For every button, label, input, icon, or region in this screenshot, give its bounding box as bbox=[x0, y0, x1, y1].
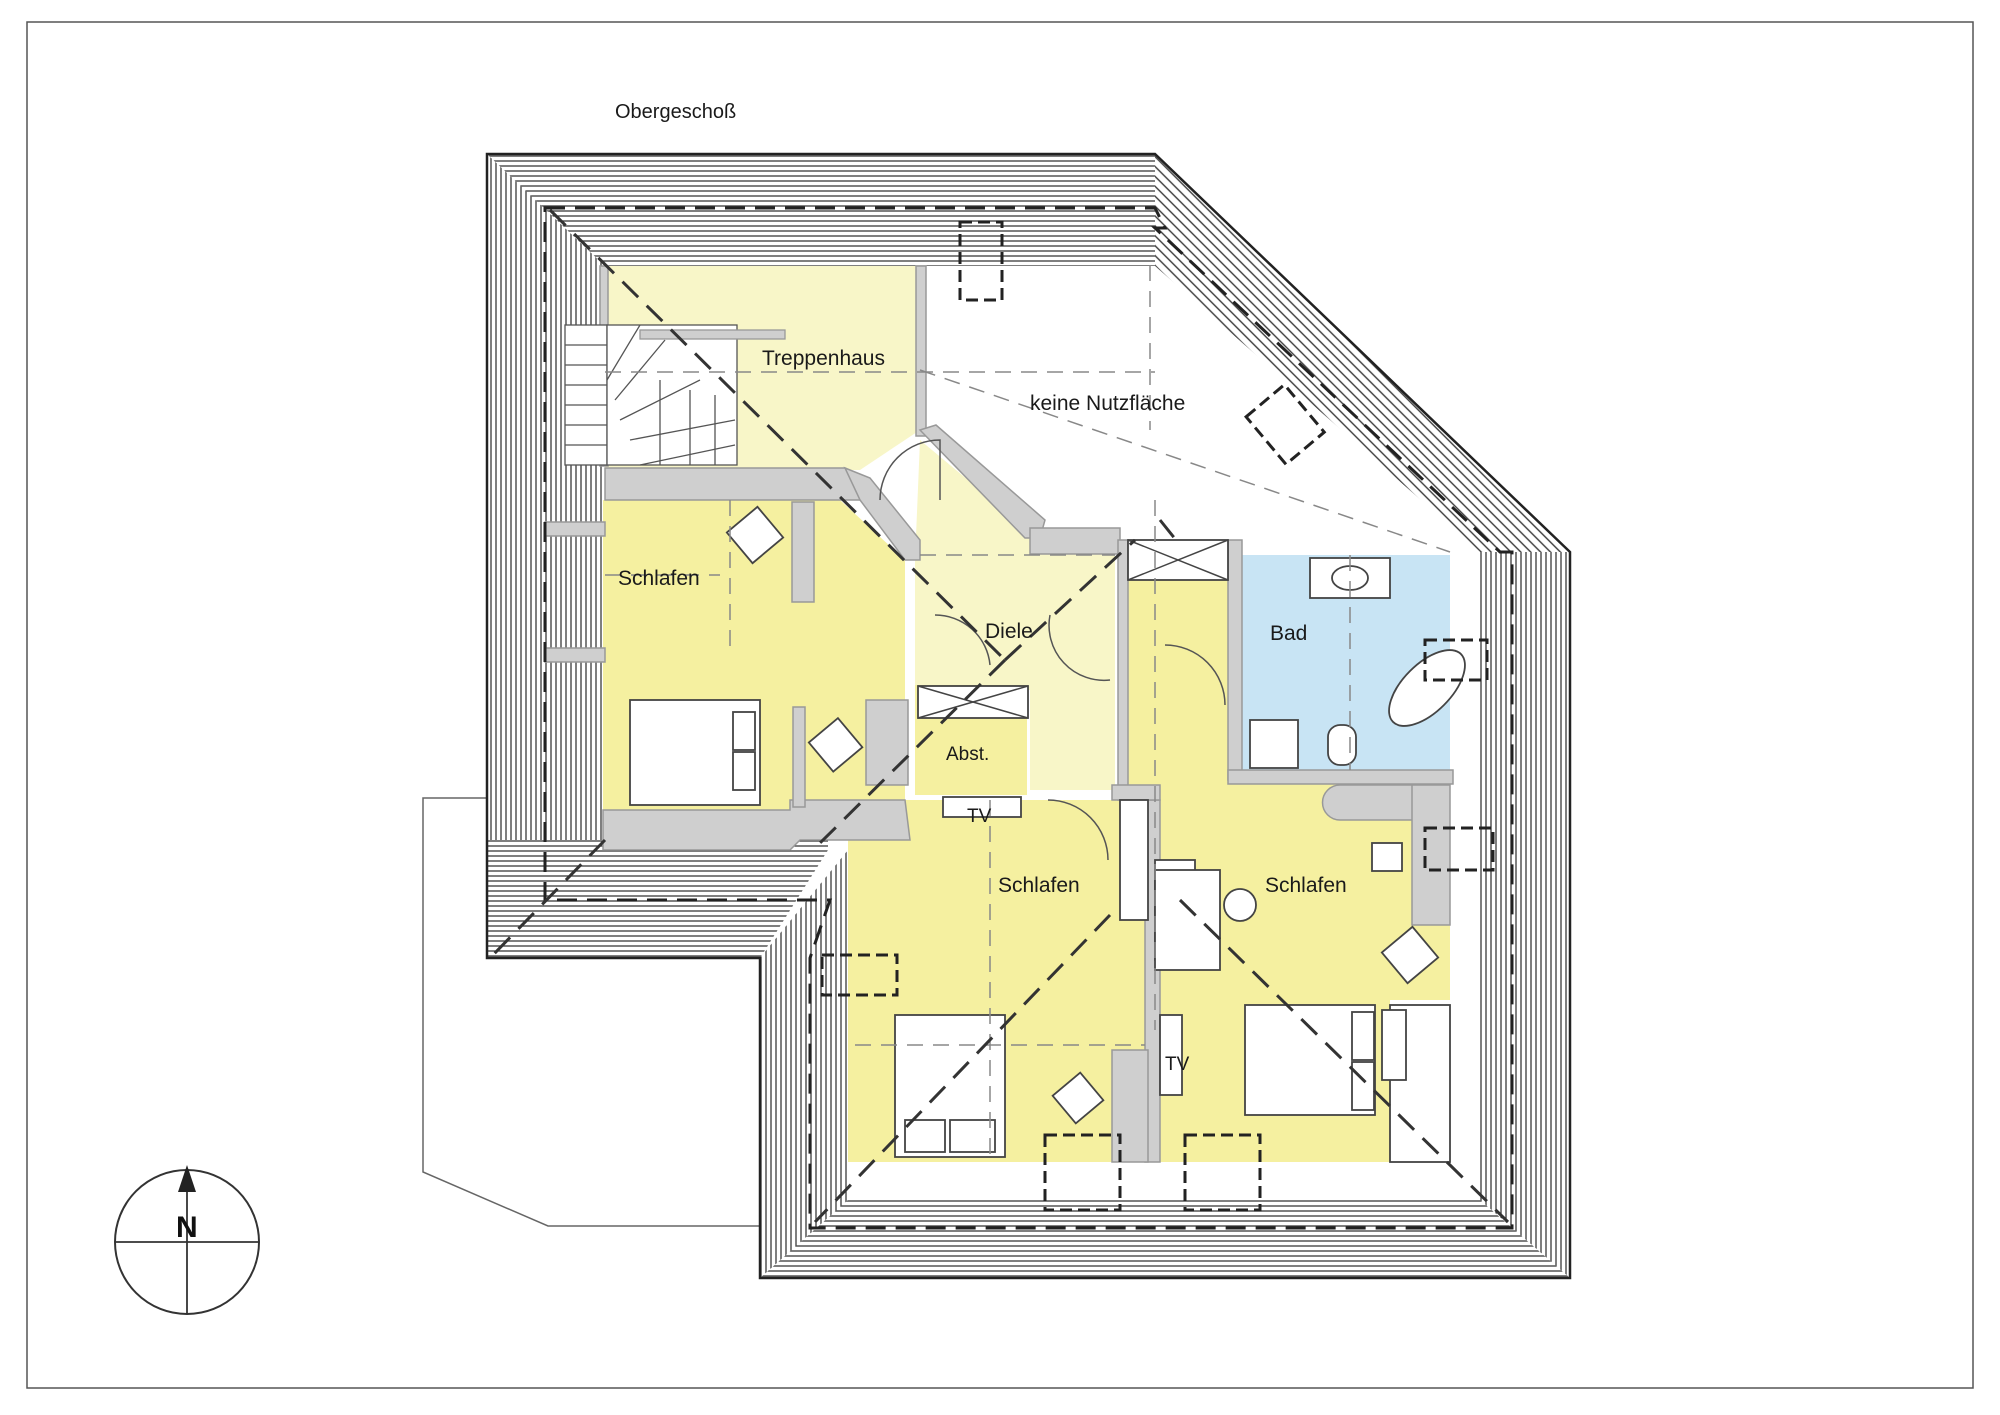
label-hall: Diele bbox=[985, 620, 1033, 643]
furniture bbox=[629, 505, 1466, 1163]
label-tv-south: TV bbox=[967, 806, 992, 827]
hip-lines bbox=[488, 208, 1510, 1224]
skylights bbox=[820, 220, 1495, 1212]
compass: N bbox=[114, 1165, 260, 1315]
label-bath: Bad bbox=[1270, 622, 1307, 645]
shower bbox=[1249, 719, 1299, 769]
bathtub bbox=[1388, 649, 1466, 727]
sheet-frame bbox=[26, 21, 1974, 1389]
label-attic: keine Nutzfläche bbox=[1030, 392, 1185, 415]
roof bbox=[485, 152, 1572, 1280]
compass-letter: N bbox=[176, 1211, 198, 1244]
walls bbox=[544, 265, 1454, 1163]
label-stair: Treppenhaus bbox=[762, 347, 885, 370]
label-tv-east: TV bbox=[1165, 1054, 1190, 1075]
label-bed-east: Schlafen bbox=[1265, 874, 1347, 897]
room-labels: Treppenhaus keine Nutzfläche Schlafen Di… bbox=[618, 347, 1347, 1075]
plan-title: Obergeschoß bbox=[615, 101, 736, 123]
label-bed-south: Schlafen bbox=[998, 874, 1080, 897]
label-wc: Abst. bbox=[946, 744, 989, 765]
label-bed-west: Schlafen bbox=[618, 567, 700, 590]
north-arrow-icon bbox=[178, 1165, 196, 1192]
toilet bbox=[1327, 724, 1357, 766]
room-hall-area bbox=[915, 440, 1115, 790]
staircase bbox=[564, 324, 786, 466]
terrace-outline bbox=[422, 797, 760, 1227]
eave-line bbox=[543, 206, 1514, 1230]
room-attic-area bbox=[920, 266, 1450, 552]
construction-lines bbox=[605, 265, 1451, 1162]
